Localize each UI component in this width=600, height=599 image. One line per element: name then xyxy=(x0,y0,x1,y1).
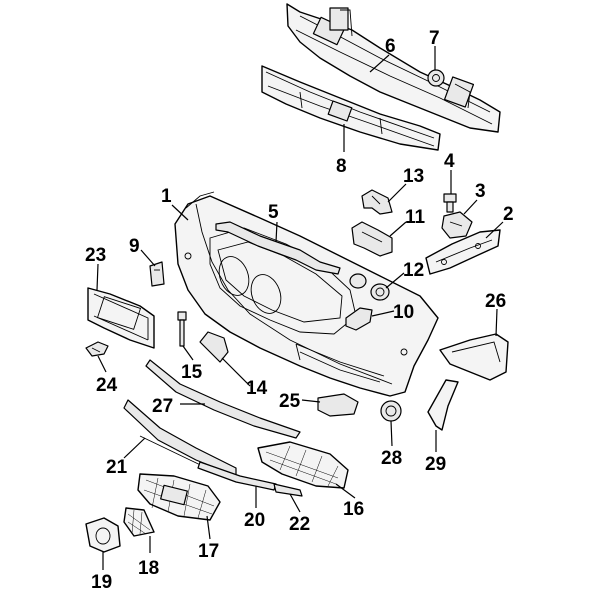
callout-9: 9 xyxy=(129,236,140,257)
callout-14: 14 xyxy=(246,378,268,399)
callout-15: 15 xyxy=(181,362,203,383)
part-foglamp-cover xyxy=(85,517,121,553)
callout-23: 23 xyxy=(85,245,106,266)
part-clip xyxy=(441,211,473,239)
callout-1: 1 xyxy=(161,186,172,207)
part-trim-22 xyxy=(273,483,303,497)
callout-4: 4 xyxy=(444,151,455,172)
leader-lines xyxy=(96,46,504,570)
callout-26: 26 xyxy=(485,291,506,312)
callout-3: 3 xyxy=(475,181,486,202)
part-grille-insert xyxy=(257,441,349,489)
callout-labels: 1 2 3 4 5 6 7 8 9 10 11 12 13 14 15 16 1… xyxy=(85,28,514,593)
callout-28: 28 xyxy=(381,448,402,469)
callout-19: 19 xyxy=(91,572,112,593)
part-fog-lamp-28 xyxy=(380,400,402,422)
part-bolt xyxy=(443,193,457,213)
callout-10: 10 xyxy=(393,302,414,323)
part-trim-strip xyxy=(215,221,341,275)
part-nut xyxy=(427,69,445,87)
callout-27: 27 xyxy=(152,396,173,417)
part-moulding-27 xyxy=(145,359,301,439)
part-grille-17 xyxy=(137,473,221,521)
part-trim-panel xyxy=(427,379,459,431)
callout-7: 7 xyxy=(429,28,440,49)
part-bracket-11 xyxy=(351,221,393,257)
callout-18: 18 xyxy=(138,558,159,579)
part-cap xyxy=(345,307,373,331)
callout-12: 12 xyxy=(403,260,424,281)
callout-21: 21 xyxy=(106,457,128,478)
part-reflector xyxy=(317,393,359,417)
part-reinforcement xyxy=(286,3,501,133)
part-bumper-cover xyxy=(174,191,439,397)
part-bracket-13 xyxy=(361,189,393,215)
callout-20: 20 xyxy=(244,510,265,531)
callout-24: 24 xyxy=(96,375,118,396)
part-bracket-9 xyxy=(149,261,165,287)
callout-6: 6 xyxy=(385,36,396,57)
part-fog-lamp xyxy=(349,273,390,301)
callout-2: 2 xyxy=(503,204,514,225)
part-strip-20 xyxy=(197,461,277,491)
callout-25: 25 xyxy=(279,391,301,412)
callout-17: 17 xyxy=(198,541,219,562)
part-license-bracket xyxy=(87,287,155,349)
part-bolt-15 xyxy=(177,311,187,347)
part-absorber xyxy=(261,65,441,151)
callout-13: 13 xyxy=(403,166,424,187)
part-side-bracket-26 xyxy=(439,333,509,381)
callout-5: 5 xyxy=(268,202,279,223)
callout-22: 22 xyxy=(289,514,310,535)
callout-29: 29 xyxy=(425,454,446,475)
callout-8: 8 xyxy=(336,156,347,177)
part-bracket-14 xyxy=(199,331,229,363)
callout-11: 11 xyxy=(405,207,426,228)
part-side-bracket xyxy=(425,229,501,275)
part-grille-18 xyxy=(123,507,155,537)
part-clip-24 xyxy=(85,341,109,357)
callout-16: 16 xyxy=(343,499,364,520)
